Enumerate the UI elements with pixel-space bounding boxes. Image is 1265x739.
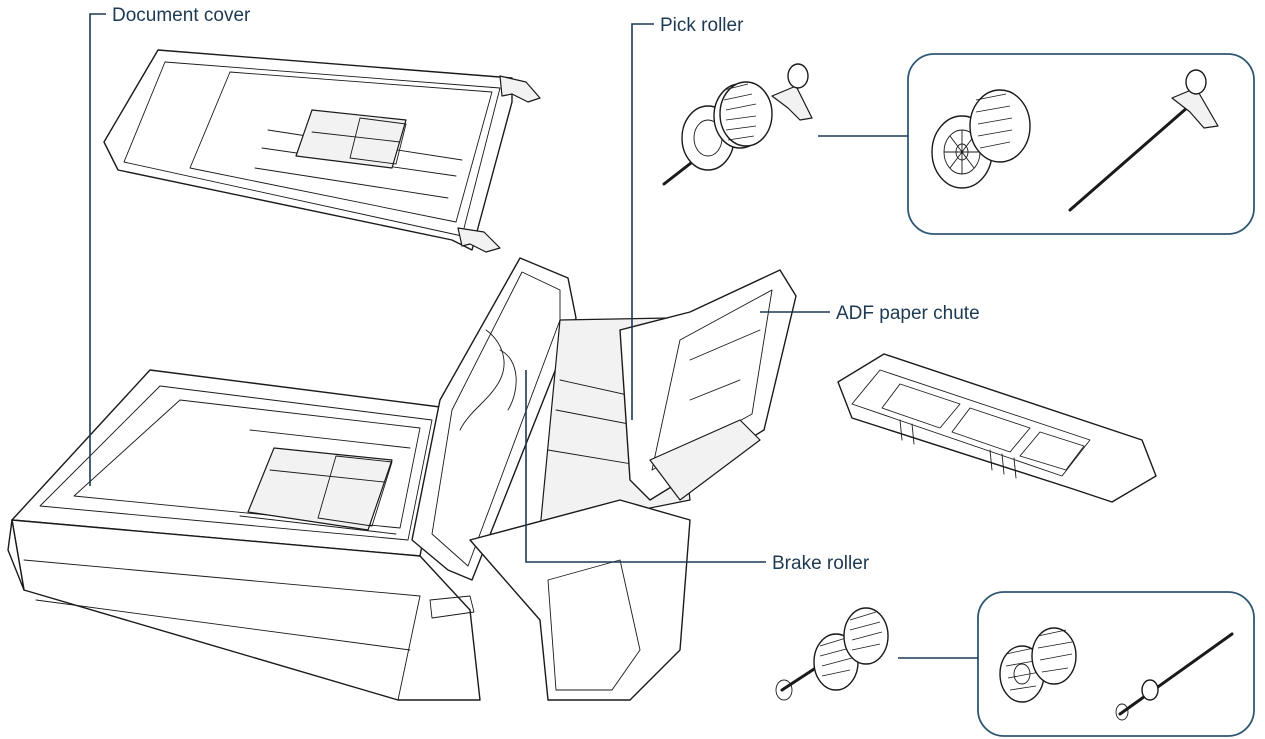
brake-roller-label: Brake roller [772, 553, 870, 574]
pick-roller-part [662, 63, 813, 186]
callout-leaders [89, 13, 830, 563]
brake-roller-part [775, 607, 889, 701]
brake-roller-detail [898, 591, 1255, 737]
adf-paper-chute-part [837, 353, 1157, 503]
pick-roller-label: Pick roller [660, 15, 744, 36]
pick-roller-detail [818, 53, 1255, 235]
document-cover-label: Document cover [112, 5, 251, 26]
adf-paper-chute-label: ADF paper chute [836, 303, 980, 324]
scanner-body [7, 257, 797, 701]
document-cover-part [103, 49, 541, 253]
